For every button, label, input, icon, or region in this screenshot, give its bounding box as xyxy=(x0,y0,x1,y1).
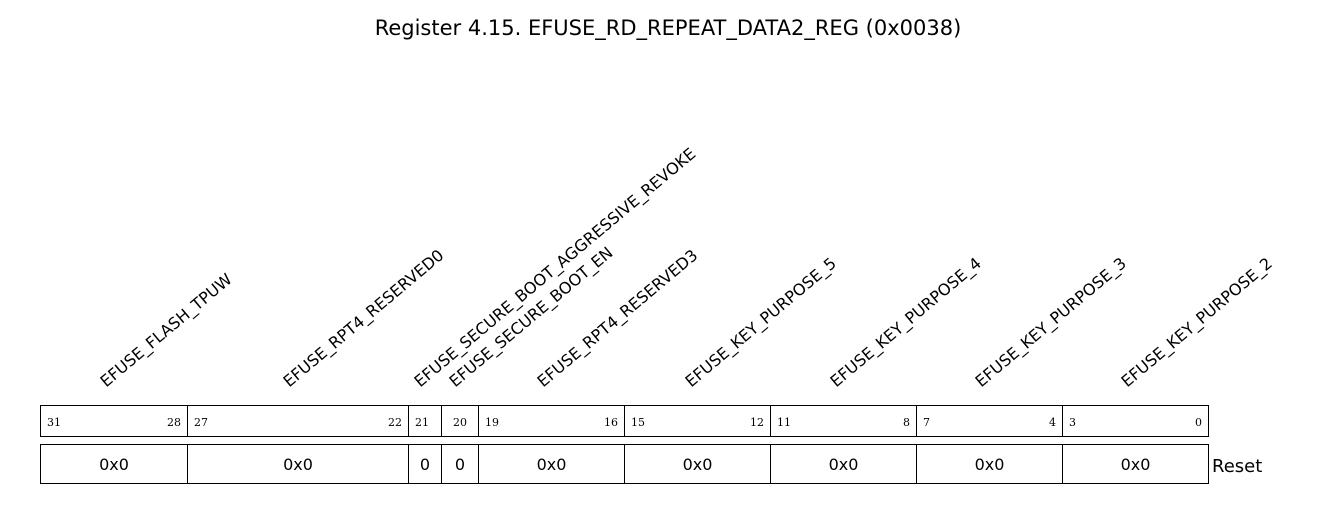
bit-range-cell: 11 8 xyxy=(770,405,917,437)
field-label-flash-tpuw: EFUSE_FLASH_TPUW xyxy=(96,269,236,391)
field-label-secure-boot-aggressive-revoke: EFUSE_SECURE_BOOT_AGGRESSIVE_REVOKE xyxy=(410,144,700,391)
bit-high: 31 xyxy=(47,416,61,429)
reset-value-cell: 0x0 xyxy=(1062,444,1209,484)
register-title: Register 4.15. EFUSE_RD_REPEAT_DATA2_REG… xyxy=(374,16,962,40)
reset-label: Reset xyxy=(1212,456,1263,477)
field-label-secure-boot-en: EFUSE_SECURE_BOOT_EN xyxy=(445,242,617,391)
bit-high: 7 xyxy=(923,416,930,429)
reset-value: 0x0 xyxy=(974,455,1005,474)
bit-range-cell: 20 xyxy=(441,405,479,437)
bit-range-cell: 19 16 xyxy=(478,405,625,437)
bit-high: 21 xyxy=(415,416,429,429)
bit-low: 8 xyxy=(903,416,910,429)
bit-high: 15 xyxy=(631,416,645,429)
field-label-key-purpose-2: EFUSE_KEY_PURPOSE_2 xyxy=(1117,253,1276,391)
bit-range-cell: 21 xyxy=(408,405,442,437)
bit-low: 4 xyxy=(1049,416,1056,429)
reset-value-cell: 0x0 xyxy=(916,444,1063,484)
bit-low: 16 xyxy=(604,416,618,429)
bit-low: 0 xyxy=(1195,416,1202,429)
bit-low: 28 xyxy=(167,416,181,429)
bit-range-cell: 31 28 xyxy=(40,405,188,437)
bit-high: 27 xyxy=(194,416,208,429)
reset-value-cell: 0x0 xyxy=(624,444,771,484)
reset-value-cell: 0 xyxy=(408,444,442,484)
bit-range-cell: 27 22 xyxy=(187,405,409,437)
reset-value-cell: 0x0 xyxy=(478,444,625,484)
bit-range-cell: 3 0 xyxy=(1062,405,1209,437)
bit-range-cell: 15 12 xyxy=(624,405,771,437)
reset-value: 0x0 xyxy=(99,455,129,474)
field-label-key-purpose-4: EFUSE_KEY_PURPOSE_4 xyxy=(826,253,985,391)
field-label-key-purpose-3: EFUSE_KEY_PURPOSE_3 xyxy=(971,253,1130,391)
bit-high: 20 xyxy=(453,416,467,429)
reset-value: 0x0 xyxy=(536,455,567,474)
reset-value: 0x0 xyxy=(1120,455,1151,474)
bit-high: 11 xyxy=(777,416,791,429)
reset-value-cell: 0 xyxy=(441,444,479,484)
bit-high: 19 xyxy=(485,416,499,429)
reset-value-cell: 0x0 xyxy=(770,444,917,484)
reset-value-cell: 0x0 xyxy=(40,444,188,484)
bit-low: 12 xyxy=(750,416,764,429)
reset-value: 0 xyxy=(419,455,431,474)
reset-value: 0 xyxy=(454,455,466,474)
reset-value: 0x0 xyxy=(682,455,713,474)
reset-value-cell: 0x0 xyxy=(187,444,409,484)
bit-range-cell: 7 4 xyxy=(916,405,1063,437)
reset-value: 0x0 xyxy=(283,455,313,474)
bit-low: 22 xyxy=(388,416,402,429)
field-label-key-purpose-5: EFUSE_KEY_PURPOSE_5 xyxy=(681,253,840,391)
reset-value: 0x0 xyxy=(828,455,859,474)
bit-high: 3 xyxy=(1069,416,1076,429)
